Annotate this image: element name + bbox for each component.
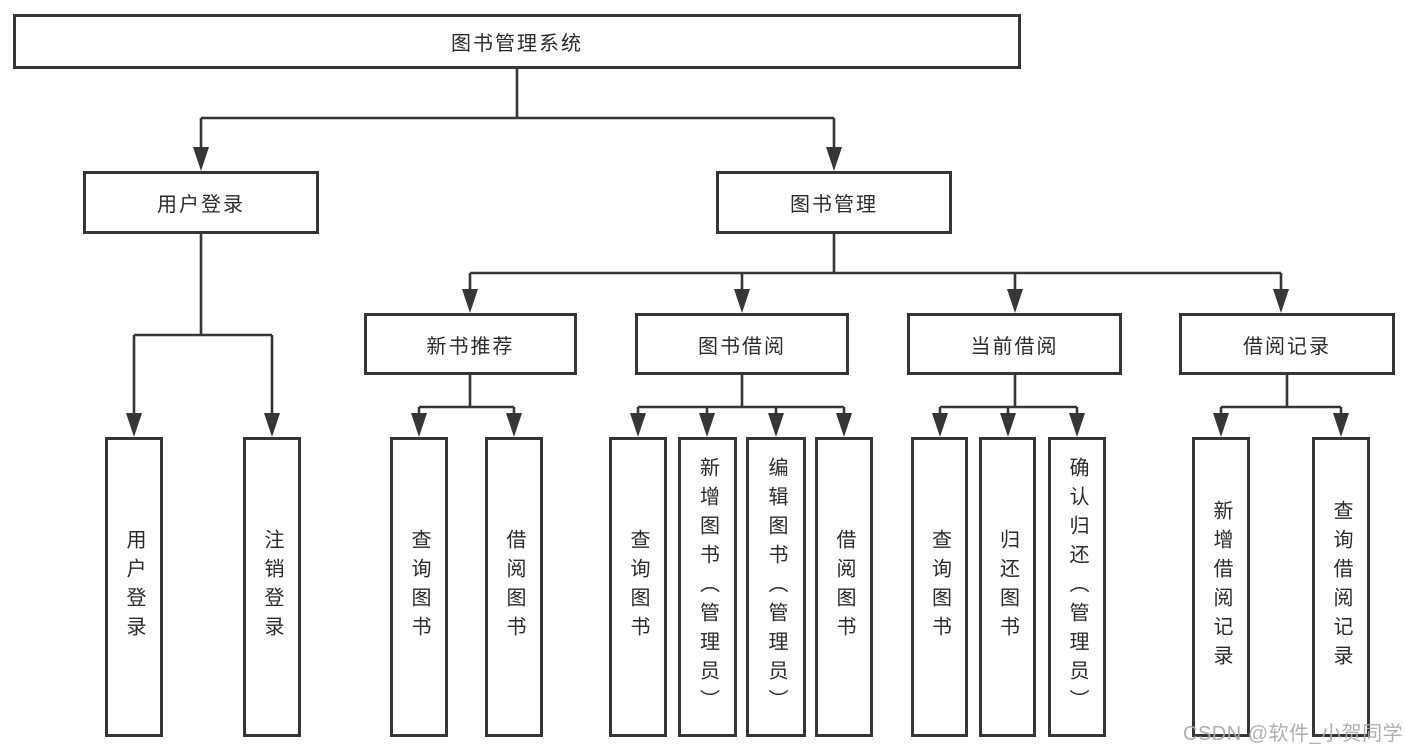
node-leaf-borrow-books-1: 借阅图书 xyxy=(485,437,543,737)
leaf-label: 确认归还（管理员） xyxy=(1066,456,1088,718)
leaf-label: 查询借阅记录 xyxy=(1330,500,1352,674)
leaf-label: 查询图书 xyxy=(928,529,951,645)
node-leaf-confirm-return-admin: 确认归还（管理员） xyxy=(1048,437,1106,737)
leaf-label: 新增借阅记录 xyxy=(1210,500,1232,674)
leaf-label: 借阅图书 xyxy=(503,529,525,645)
leaf-label: 新增图书（管理员） xyxy=(696,456,719,718)
node-leaf-query-books-1: 查询图书 xyxy=(390,437,448,737)
node-leaf-user-login: 用户登录 xyxy=(105,437,163,737)
node-leaf-add-borrow-record: 新增借阅记录 xyxy=(1192,437,1250,737)
node-leaf-edit-books-admin: 编辑图书（管理员） xyxy=(746,437,806,737)
leaf-label: 归还图书 xyxy=(996,529,1019,645)
leaf-label: 借阅图书 xyxy=(833,529,855,645)
node-leaf-add-books-admin: 新增图书（管理员） xyxy=(678,437,737,737)
node-user-login: 用户登录 xyxy=(83,171,319,234)
leaf-label: 查询图书 xyxy=(627,529,649,645)
node-leaf-query-books-3: 查询图书 xyxy=(911,437,968,737)
node-root-library-system: 图书管理系统 xyxy=(13,14,1021,69)
node-leaf-logout: 注销登录 xyxy=(243,437,301,737)
leaf-label: 注销登录 xyxy=(261,529,283,645)
node-leaf-query-books-2: 查询图书 xyxy=(609,437,667,737)
node-current-borrow: 当前借阅 xyxy=(907,313,1122,375)
leaf-label: 用户登录 xyxy=(123,529,145,645)
csdn-watermark: CSDN @软件_小贺同学 xyxy=(1183,723,1404,745)
node-leaf-return-books: 归还图书 xyxy=(979,437,1036,737)
node-new-book-recommend: 新书推荐 xyxy=(364,313,577,375)
node-book-management: 图书管理 xyxy=(716,171,952,234)
node-borrow-records: 借阅记录 xyxy=(1179,313,1395,375)
node-leaf-query-borrow-record: 查询借阅记录 xyxy=(1312,437,1370,737)
node-book-borrow: 图书借阅 xyxy=(635,313,849,375)
leaf-label: 编辑图书（管理员） xyxy=(765,456,787,718)
node-leaf-borrow-books-2: 借阅图书 xyxy=(815,437,873,737)
leaf-label: 查询图书 xyxy=(408,529,430,645)
